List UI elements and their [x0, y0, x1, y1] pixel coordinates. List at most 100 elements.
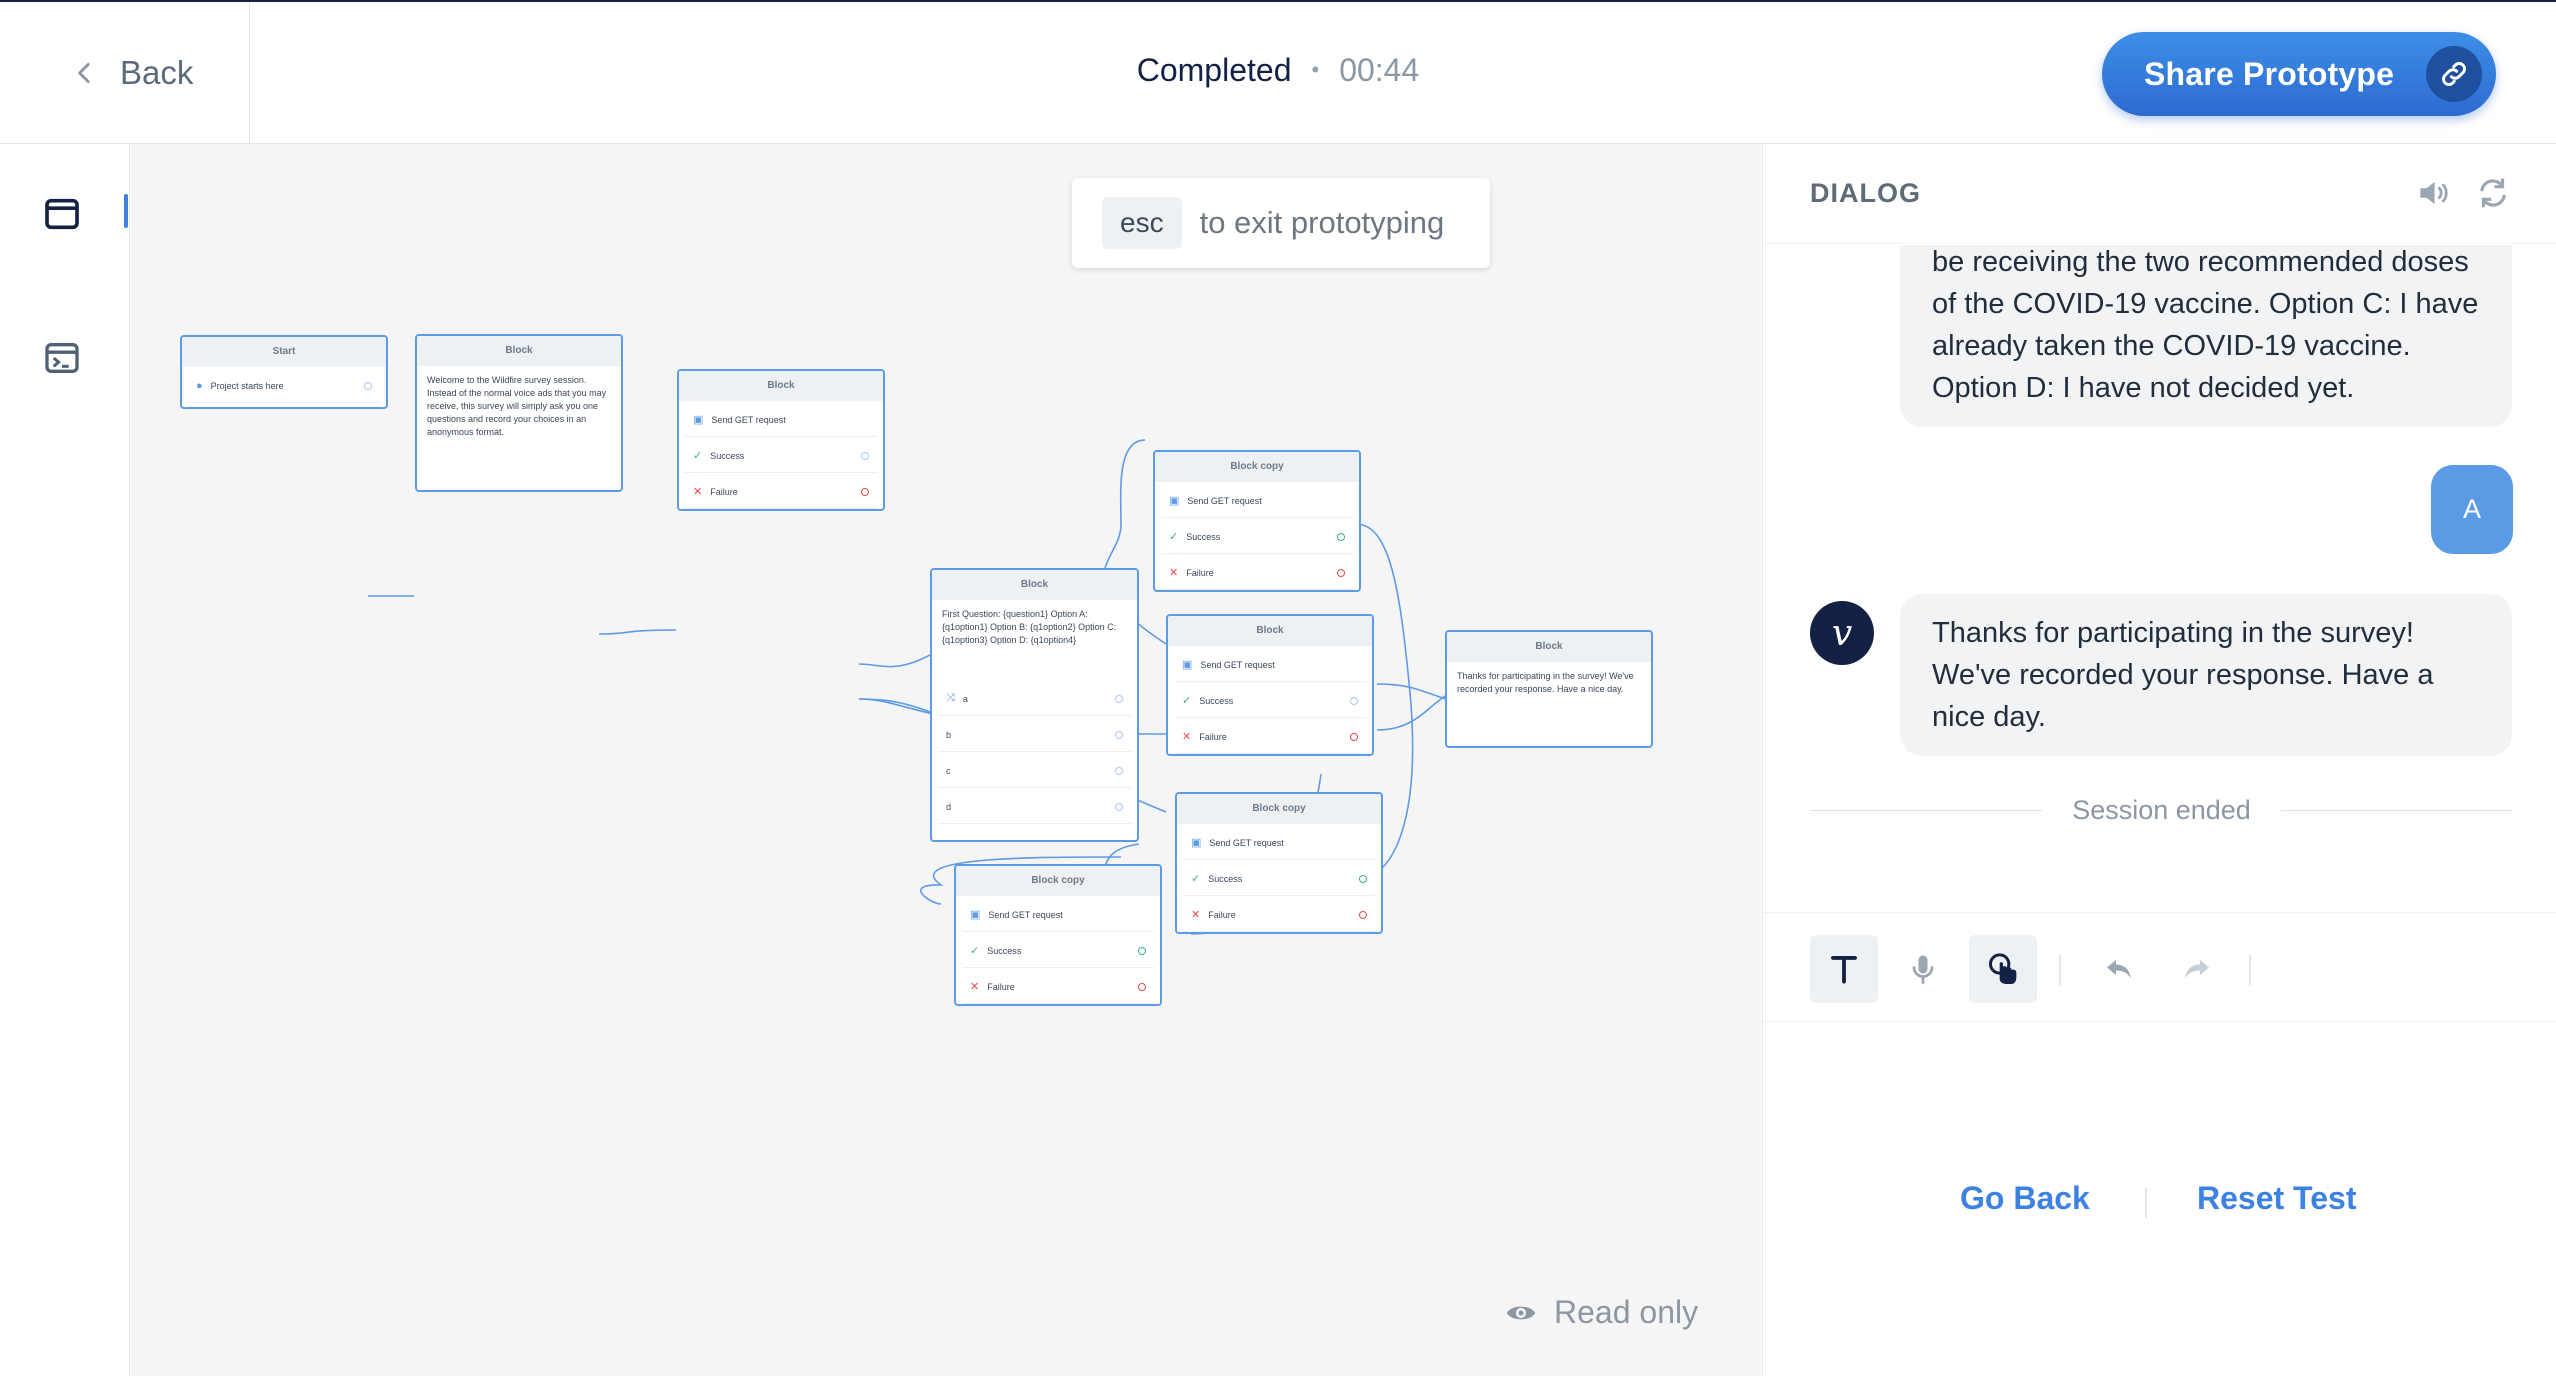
undo-icon[interactable] [2085, 935, 2153, 1003]
reset-test-button[interactable]: Reset Test [2197, 1180, 2357, 1216]
block-copy-top-node[interactable]: Block copy ▣Send GET request ✓Success ✕F… [1153, 450, 1361, 592]
copy-top-title: Block copy [1155, 452, 1359, 482]
status-separator: • [1311, 57, 1320, 82]
port-icon[interactable] [861, 487, 869, 496]
get1-row-request: ▣ Send GET request [685, 403, 877, 437]
calendar-icon: ▣ [1169, 495, 1180, 507]
get1-request-label: Send GET request [711, 414, 786, 425]
x-circle-icon: ✕ [1191, 909, 1201, 921]
block-copy-right-node[interactable]: Block copy ▣Send GET request ✓Success ✕F… [1175, 792, 1383, 934]
get1-title: Block [679, 371, 883, 401]
choice-row-d: d [938, 790, 1131, 824]
test-actions: Go Back Reset Test [1763, 1174, 2556, 1234]
port-icon[interactable] [1337, 568, 1345, 577]
port-icon[interactable] [1337, 532, 1345, 541]
port-icon[interactable] [1115, 802, 1123, 811]
esc-key: esc [1102, 197, 1182, 249]
volume-icon[interactable] [2414, 174, 2454, 214]
link-icon [2426, 46, 2482, 102]
get-mid-row-failure: ✕Failure [1174, 720, 1366, 754]
go-back-button[interactable]: Go Back [1960, 1180, 2090, 1216]
thanks-node[interactable]: Block Thanks for participating in the su… [1445, 630, 1653, 748]
terminal-icon[interactable] [42, 338, 82, 378]
port-icon[interactable] [1115, 694, 1123, 703]
get-mid-success-label: Success [1199, 695, 1234, 706]
read-only-indicator: Read only [1504, 1294, 1698, 1331]
redo-icon[interactable] [2163, 935, 2231, 1003]
x-circle-icon: ✕ [1169, 567, 1179, 579]
port-icon[interactable] [1115, 766, 1123, 775]
dialog-messages[interactable]: be receiving the two recommended doses o… [1763, 245, 2556, 905]
share-prototype-button[interactable]: Share Prototype [2102, 32, 2496, 116]
calendar-icon: ▣ [1182, 659, 1193, 671]
back-label: Back [120, 54, 194, 91]
choice-c-label: c [946, 765, 951, 776]
back-button[interactable]: Back [0, 2, 250, 144]
copy-top-failure-label: Failure [1186, 567, 1214, 578]
get1-failure-label: Failure [710, 486, 738, 497]
get-mid-row-request: ▣ Send GET request [1174, 648, 1366, 682]
question-node-text: First Question: {question1} Option A: {q… [942, 609, 1117, 645]
chat-icon: ● [196, 379, 203, 392]
calendar-icon: ▣ [693, 414, 704, 426]
microphone-icon[interactable] [1889, 935, 1957, 1003]
get-request-node-1[interactable]: Block ▣Send GET request ✓Success ✕Failur… [677, 369, 885, 511]
get-mid-row-success: ✓Success [1174, 684, 1366, 718]
copy-bottom-title: Block copy [956, 866, 1160, 896]
port-icon[interactable] [1359, 910, 1367, 919]
session-ended-label: Session ended [2072, 795, 2251, 825]
assistant-avatar: v [1810, 601, 1874, 665]
copy-bottom-success-label: Success [987, 945, 1022, 956]
window-icon[interactable] [42, 194, 82, 234]
port-icon[interactable] [1350, 732, 1358, 741]
welcome-node-text: Welcome to the Wildfire survey session. … [427, 375, 607, 437]
toolbar-separator [2249, 955, 2251, 985]
port-icon[interactable] [861, 451, 869, 460]
check-circle-icon: ✓ [1169, 531, 1179, 543]
choice-b-label: b [946, 729, 952, 740]
choice-row-b: b [938, 718, 1131, 752]
copy-bottom-failure-label: Failure [987, 981, 1015, 992]
question-node[interactable]: Block First Question: {question1} Option… [930, 568, 1139, 842]
flow-canvas[interactable]: esc to exit prototyping Start ●Project s… [131, 144, 1761, 1376]
user-message: A [2431, 465, 2513, 554]
start-node[interactable]: Start ●Project starts here [180, 335, 388, 409]
touch-icon[interactable] [1969, 935, 2037, 1003]
copy-right-failure-label: Failure [1208, 909, 1236, 920]
port-icon[interactable] [1359, 874, 1367, 883]
block-copy-bottom-node[interactable]: Block copy ▣Send GET request ✓Success ✕F… [954, 864, 1162, 1006]
choice-row-c: c [938, 754, 1131, 788]
get1-row-failure: ✕Failure [685, 475, 877, 509]
port-icon[interactable] [1138, 982, 1146, 991]
check-circle-icon: ✓ [970, 945, 980, 957]
start-node-row-label: Project starts here [210, 380, 284, 391]
start-node-row: ● Project starts here [188, 369, 380, 403]
port-icon[interactable] [1350, 696, 1358, 705]
copy-bottom-row-success: ✓ Success [962, 934, 1154, 968]
exit-prototyping-hint: esc to exit prototyping [1072, 178, 1490, 268]
get-mid-request-label: Send GET request [1200, 659, 1275, 670]
copy-top-row-failure: ✕ Failure [1161, 556, 1353, 590]
read-only-label: Read only [1554, 1294, 1699, 1330]
refresh-icon[interactable] [2474, 174, 2514, 214]
x-circle-icon: ✕ [1182, 731, 1192, 743]
text-mode-icon[interactable] [1810, 935, 1878, 1003]
get-request-node-mid[interactable]: Block ▣ Send GET request ✓Success ✕Failur… [1166, 614, 1374, 756]
copy-top-row-request: ▣ Send GET request [1161, 484, 1353, 518]
question-node-title: Block [932, 570, 1137, 600]
copy-bottom-request-label: Send GET request [988, 909, 1063, 920]
copy-top-request-label: Send GET request [1187, 495, 1262, 506]
port-icon[interactable] [364, 381, 372, 390]
copy-bottom-row-request: ▣ Send GET request [962, 898, 1154, 932]
welcome-node[interactable]: Block Welcome to the Wildfire survey ses… [415, 334, 623, 492]
toolbar-separator [2059, 955, 2061, 985]
elapsed-time: 00:44 [1339, 52, 1420, 88]
get-mid-title: Block [1168, 616, 1372, 646]
calendar-icon: ▣ [970, 909, 981, 921]
port-icon[interactable] [1138, 946, 1146, 955]
copy-right-success-label: Success [1208, 873, 1243, 884]
port-icon[interactable] [1115, 730, 1123, 739]
thanks-node-text: Thanks for participating in the survey! … [1457, 671, 1634, 694]
copy-right-title: Block copy [1177, 794, 1381, 824]
system-message-previous: be receiving the two recommended doses o… [1900, 245, 2512, 427]
